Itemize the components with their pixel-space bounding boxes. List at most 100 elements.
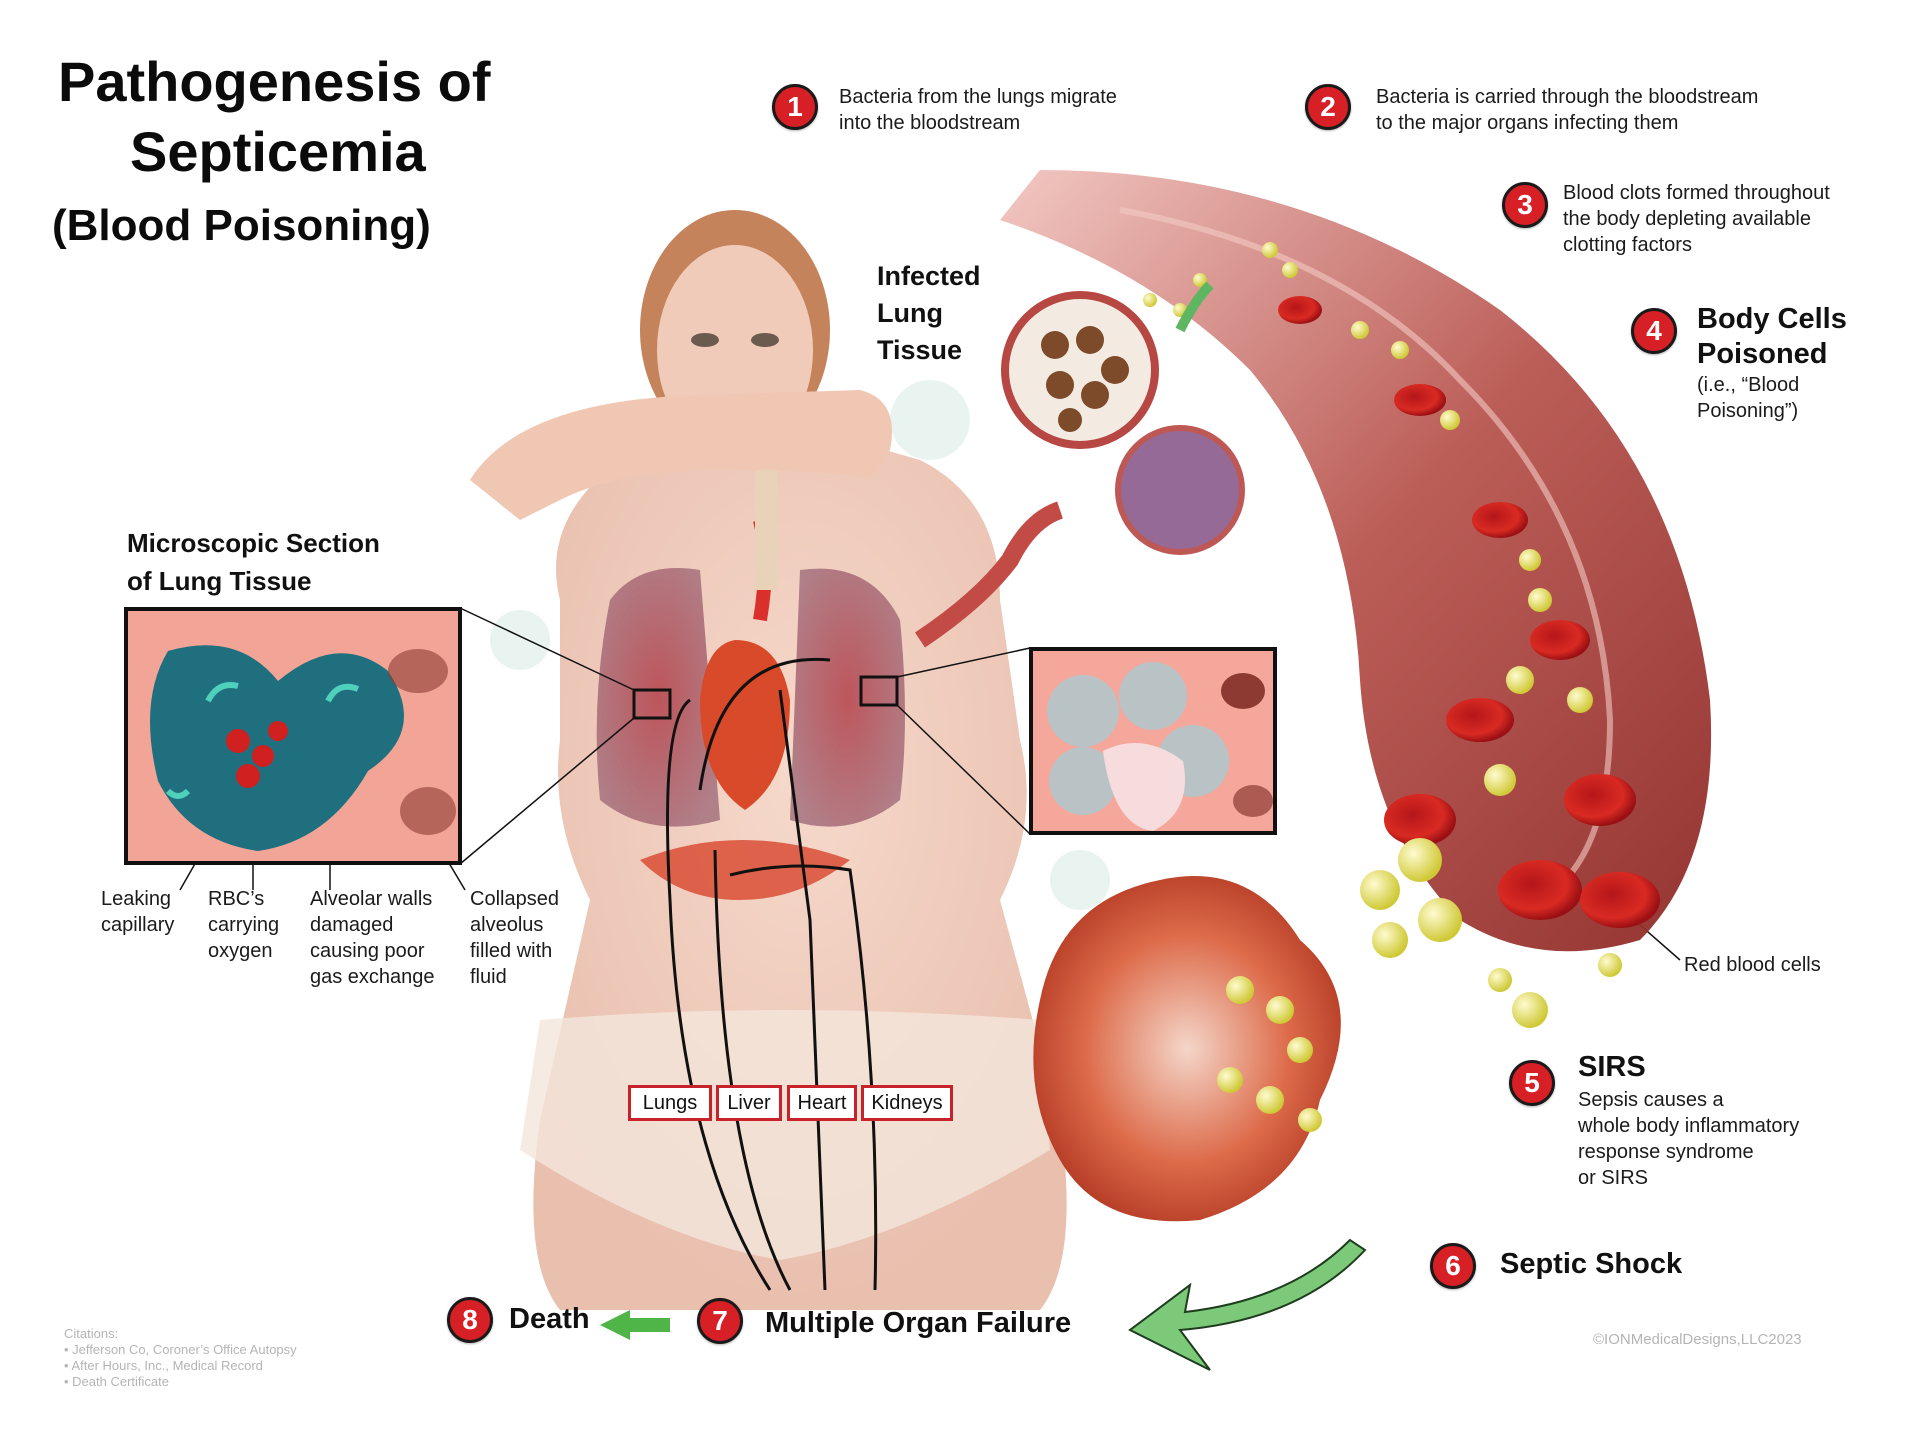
step-2-text: Bacteria is carried through the bloodstr… (1376, 84, 1758, 136)
arm (470, 390, 892, 520)
step-2-line: to the major organs infecting them (1376, 112, 1679, 134)
migration-arrow (1175, 281, 1214, 333)
step-5-line: response syndrome (1578, 1141, 1754, 1163)
microscopic-inset-art (150, 645, 456, 851)
copyright-notice: ©IONMedicalDesigns,LLC2023 (1593, 1331, 1802, 1348)
step-8-heading: Death (509, 1303, 590, 1335)
organ-box-liver: Liver (716, 1085, 782, 1121)
step-5-line: Sepsis causes a (1578, 1089, 1724, 1111)
step-3-line: clotting factors (1563, 234, 1692, 256)
step-7-heading: Multiple Organ Failure (765, 1307, 1072, 1339)
microscopic-section-heading: Microscopic Section of Lung Tissue (127, 524, 380, 600)
label-line: damaged (310, 914, 394, 936)
underwear (520, 1010, 1050, 1260)
citations: Citations: • Jefferson Co, Coroner’s Off… (64, 1326, 297, 1390)
infected-inset-art (1047, 662, 1273, 831)
left-eye (691, 333, 719, 347)
label-line: Alveolar walls (310, 888, 433, 910)
label-line: Collapsed (470, 888, 559, 910)
label-line: alveolus (470, 914, 544, 936)
arrow-heart-curve (698, 657, 831, 791)
citations-heading: Citations: (64, 1326, 119, 1341)
background-mist (490, 380, 1110, 910)
step-6-heading: Septic Shock (1500, 1248, 1683, 1280)
step-3-text: Blood clots formed throughout the body d… (1563, 180, 1830, 258)
step-1-line: Bacteria from the lungs migrate (839, 86, 1117, 108)
step-4-line: Poisoning”) (1697, 400, 1799, 422)
infected-alveoli-inset (1029, 647, 1277, 835)
trachea (755, 470, 777, 590)
label-line: Microscopic Section (127, 528, 380, 558)
red-blood-cells (1278, 296, 1660, 928)
organ-box-kidneys: Kidneys (861, 1085, 953, 1121)
step-5-heading: SIRS (1578, 1051, 1646, 1083)
label-line: of Lung Tissue (127, 566, 312, 596)
lung-zoom-box-left (632, 688, 672, 720)
inset-callout-lines (179, 607, 1681, 961)
step-2-badge: 2 (1305, 84, 1351, 130)
bacteria (1143, 242, 1622, 1028)
left-lung (790, 568, 905, 827)
step-3-line: Blood clots formed throughout (1563, 182, 1830, 204)
rbcs-carrying-oxygen-label: RBC’s carrying oxygen (208, 886, 279, 964)
step-6-badge: 6 (1430, 1243, 1476, 1289)
arrow-to-lungs (666, 698, 772, 1291)
label-line: Leaking (101, 888, 172, 910)
lungs-and-heart (596, 470, 905, 900)
step-7-badge: 7 (697, 1298, 743, 1344)
diaphragm-organs (640, 840, 850, 900)
step-4-line: (i.e., “Blood (1697, 374, 1800, 396)
infected-lung-tissue-illustration (915, 291, 1245, 648)
leaking-capillary-label: Leaking capillary (101, 886, 174, 938)
step-1-line: into the bloodstream (839, 112, 1021, 134)
label-line: carrying (208, 914, 280, 936)
right-lung (596, 568, 720, 827)
label-line: fluid (470, 966, 507, 988)
sirs-immune-cell (1033, 876, 1341, 1222)
death-arrow-icon (600, 1310, 670, 1340)
collapsed-alveolus-label: Collapsed alveolus filled with fluid (470, 886, 559, 990)
step-1-text: Bacteria from the lungs migrate into the… (839, 84, 1117, 136)
step-1-badge: 1 (772, 84, 818, 130)
step-3-badge: 3 (1502, 182, 1548, 228)
label-line: RBC’s (208, 888, 265, 910)
label-line: Tissue (877, 335, 963, 365)
label-line: Lung (877, 298, 943, 328)
blood-vessel (1000, 170, 1712, 1028)
step-4-badge: 4 (1631, 308, 1677, 354)
title-line-3: (Blood Poisoning) (52, 201, 431, 250)
microscopic-lung-inset (124, 607, 462, 865)
right-eye (751, 333, 779, 347)
step-4-heading-line: Poisoned (1697, 338, 1828, 370)
step-5-badge: 5 (1509, 1060, 1555, 1106)
alveolar-walls-label: Alveolar walls damaged causing poor gas … (310, 886, 435, 990)
step-5-line: whole body inflammatory (1578, 1115, 1800, 1137)
heart (700, 640, 790, 810)
citation-item: • After Hours, Inc., Medical Record (64, 1358, 263, 1373)
organ-box-heart: Heart (787, 1085, 857, 1121)
organ-box-lungs: Lungs (628, 1085, 712, 1121)
label-line: causing poor (310, 940, 425, 962)
arrow-to-heart (778, 689, 827, 1291)
label-line: Infected (877, 261, 981, 291)
step-4-heading: Body Cells Poisoned (1697, 302, 1847, 372)
step-5-text: Sepsis causes a whole body inflammatory … (1578, 1087, 1799, 1191)
step-5-line: or SIRS (1578, 1167, 1649, 1189)
label-line: gas exchange (310, 966, 435, 988)
citation-item: • Jefferson Co, Coroner’s Office Autopsy (64, 1342, 297, 1357)
infected-lung-tissue-label: Infected Lung Tissue (877, 258, 981, 369)
step-4-text: (i.e., “Blood Poisoning”) (1697, 372, 1799, 424)
step-2-line: Bacteria is carried through the bloodstr… (1376, 86, 1759, 108)
title-line-2: Septicemia (130, 120, 426, 183)
step-8-badge: 8 (447, 1297, 493, 1343)
step-4-heading-line: Body Cells (1697, 303, 1847, 335)
arrow-to-kidneys (729, 864, 878, 1291)
septic-shock-arrow-icon (1128, 1238, 1367, 1371)
citation-item: • Death Certificate (64, 1374, 169, 1389)
title-line-1: Pathogenesis of (58, 50, 491, 113)
red-blood-cells-label: Red blood cells (1684, 954, 1821, 976)
label-line: filled with (470, 940, 553, 962)
step-3-line: the body depleting available (1563, 208, 1811, 230)
lung-zoom-box-right (859, 675, 899, 707)
label-line: oxygen (208, 940, 273, 962)
